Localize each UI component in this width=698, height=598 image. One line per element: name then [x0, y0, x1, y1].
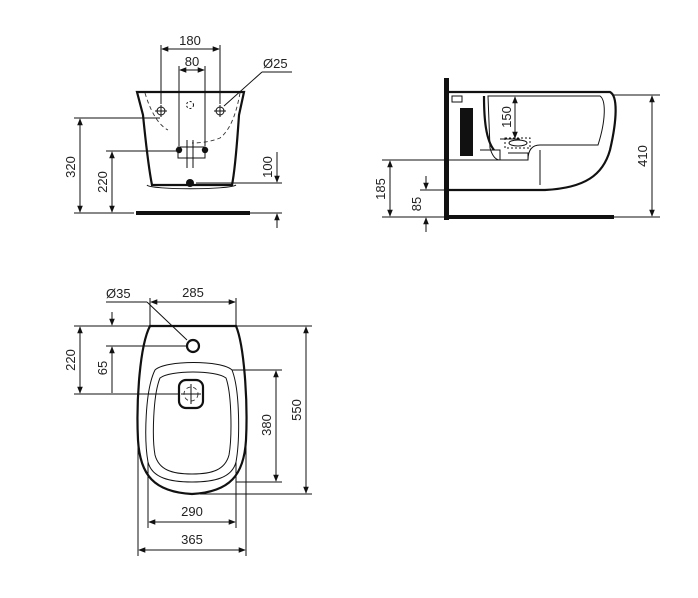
dim-185: 185: [373, 178, 388, 200]
drain-outlet: [186, 179, 194, 187]
dim-180: 180: [179, 33, 201, 48]
dim-85: 85: [409, 197, 424, 211]
dim-290: 290: [181, 504, 203, 519]
dim-365: 365: [181, 532, 203, 547]
top-inner-bowl: [145, 362, 240, 483]
dim-550: 550: [289, 399, 304, 421]
front-bowl-outline: [135, 90, 246, 187]
top-tap-hole: [185, 338, 201, 354]
dim-220-front: 220: [95, 171, 110, 193]
top-outer-outline: [136, 324, 248, 496]
dim-d35: Ø35: [106, 286, 131, 301]
front-view: 180 80 Ø25 320 220 100: [63, 33, 292, 228]
front-floor: [136, 211, 250, 215]
dim-380: 380: [259, 414, 274, 436]
side-view: 150 410 185 85: [373, 78, 660, 232]
dim-d25: Ø25: [263, 56, 288, 71]
dim-150: 150: [499, 106, 514, 128]
side-floor: [449, 215, 614, 219]
dim-285: 285: [182, 285, 204, 300]
dim-100: 100: [260, 156, 275, 178]
dim-410: 410: [635, 145, 650, 167]
top-view: Ø35 285 220 65 380 550 290 36: [63, 285, 312, 556]
dim-220-top: 220: [63, 349, 78, 371]
dim-320: 320: [63, 156, 78, 178]
side-bowl-outline: [449, 90, 617, 192]
dim-80: 80: [185, 54, 199, 69]
side-wall: [444, 78, 449, 220]
front-inner-dashed: [144, 92, 241, 144]
dim-65: 65: [95, 361, 110, 375]
